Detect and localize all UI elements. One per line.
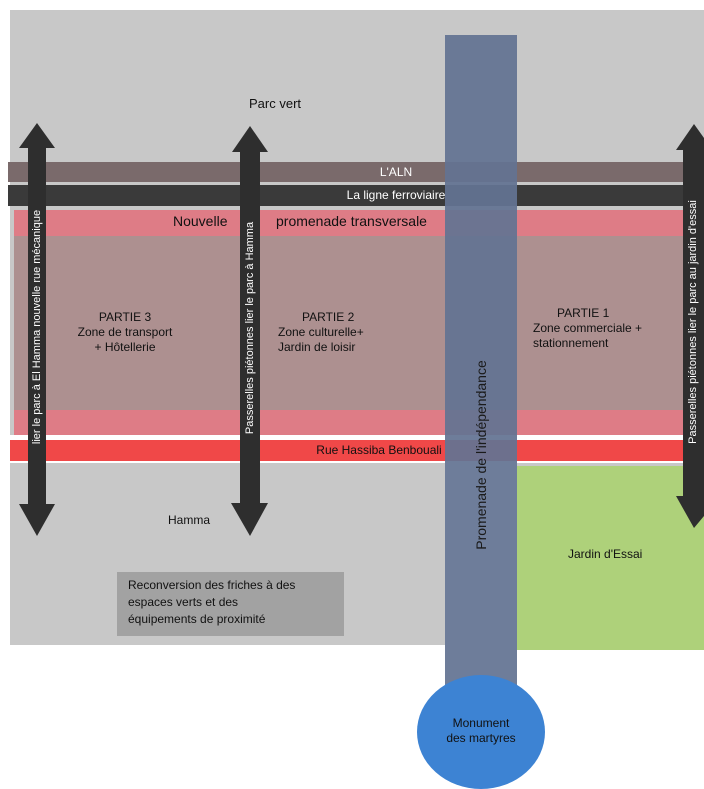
hamma-label: Hamma bbox=[168, 513, 211, 527]
right-arrow-shaft bbox=[683, 148, 704, 498]
partie2-label: PARTIE 2 Zone culturelle+ Jardin de lois… bbox=[278, 310, 364, 354]
left-arrow-head-up bbox=[19, 123, 55, 148]
aln-band: L'ALN bbox=[8, 162, 704, 182]
partie1-label: PARTIE 1 Zone commerciale + stationnemen… bbox=[533, 306, 643, 350]
left-arrow-shaft bbox=[28, 146, 46, 506]
monument-label: Monument des martyres bbox=[446, 716, 516, 745]
rue-hassiba-band: Rue Hassiba Benbouali bbox=[10, 440, 704, 461]
partie3-label: PARTIE 3 Zone de transport + Hôtellerie bbox=[77, 310, 173, 354]
jardin-essai-label: Jardin d'Essai bbox=[568, 547, 643, 561]
middle-arrow-head-down bbox=[231, 503, 268, 536]
left-arrow-head-down bbox=[19, 504, 55, 536]
promenade-independance-band bbox=[445, 35, 517, 685]
monument-circle bbox=[417, 675, 545, 789]
reconversion-box bbox=[117, 572, 344, 636]
nouvelle-label: Nouvelle bbox=[173, 213, 228, 229]
aln-label: L'ALN bbox=[379, 165, 413, 179]
right-arrow-head-up bbox=[676, 124, 704, 150]
middle-arrow-shaft bbox=[240, 150, 260, 505]
middle-arrow-head-up bbox=[232, 126, 268, 152]
railway-label: La ligne ferroviaire bbox=[346, 188, 446, 202]
right-arrow-head-down bbox=[676, 496, 704, 528]
jardin-essai-area bbox=[517, 466, 704, 650]
promenade-transversale-label: promenade transversale bbox=[276, 213, 427, 229]
railway-band: La ligne ferroviaire bbox=[8, 185, 704, 206]
reconversion-label: Reconversion des friches à des espaces v… bbox=[128, 578, 296, 626]
zones-band bbox=[14, 236, 704, 410]
parc-vert-label: Parc vert bbox=[249, 96, 302, 111]
rue-hassiba-label: Rue Hassiba Benbouali bbox=[316, 443, 442, 457]
